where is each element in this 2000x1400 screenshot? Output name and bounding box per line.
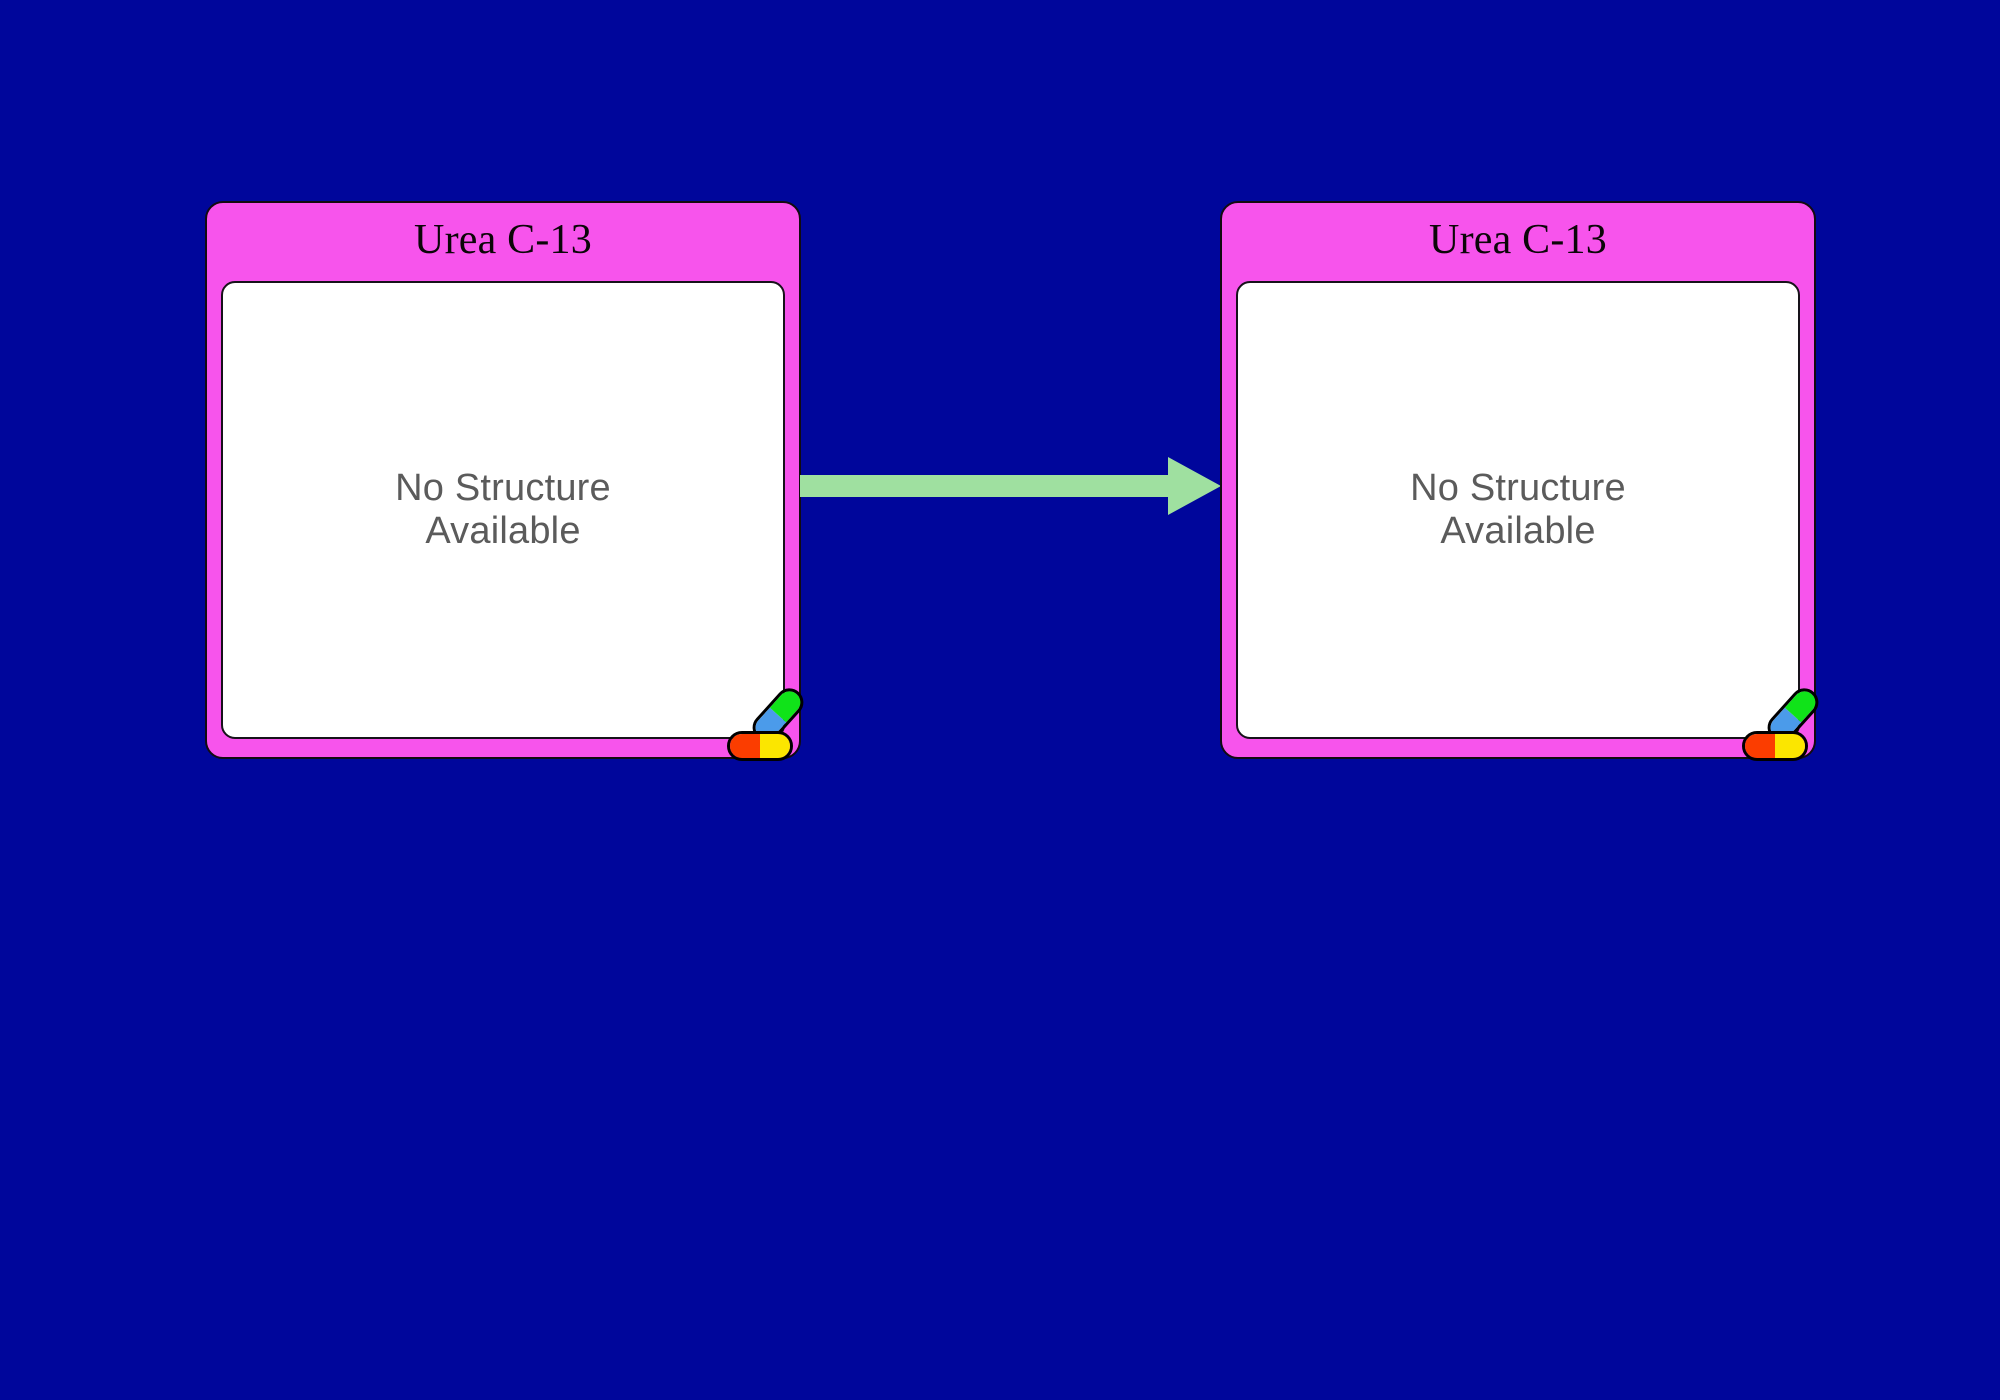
no-structure-line-1: No Structure: [1410, 467, 1626, 510]
node-card-left[interactable]: Urea C-13 No Structure Available: [205, 201, 810, 761]
node-body-right: No Structure Available: [1236, 281, 1800, 739]
node-body-left: No Structure Available: [221, 281, 785, 739]
no-structure-line-2: Available: [1440, 510, 1596, 552]
no-structure-line-2: Available: [425, 510, 581, 552]
capsule-half-yellow: [1775, 734, 1805, 758]
capsule-orange-yellow-icon[interactable]: [727, 731, 793, 761]
no-structure-placeholder-right: No Structure Available: [1410, 467, 1626, 552]
no-structure-line-1: No Structure: [395, 467, 611, 510]
node-title-left: Urea C-13: [414, 217, 592, 263]
capsule-orange-yellow-icon[interactable]: [1742, 731, 1808, 761]
node-title-right: Urea C-13: [1429, 217, 1607, 263]
node-card-right[interactable]: Urea C-13 No Structure Available: [1220, 201, 1825, 761]
connector-arrow[interactable]: [800, 455, 1222, 517]
badge-group-right: [1740, 682, 1830, 775]
capsule-half-yellow: [760, 734, 790, 758]
capsule-half-orange: [1745, 734, 1775, 758]
capsule-half-orange: [730, 734, 760, 758]
no-structure-placeholder-left: No Structure Available: [395, 467, 611, 552]
badge-group-left: [725, 682, 815, 775]
arrow-right-icon: [800, 457, 1221, 515]
